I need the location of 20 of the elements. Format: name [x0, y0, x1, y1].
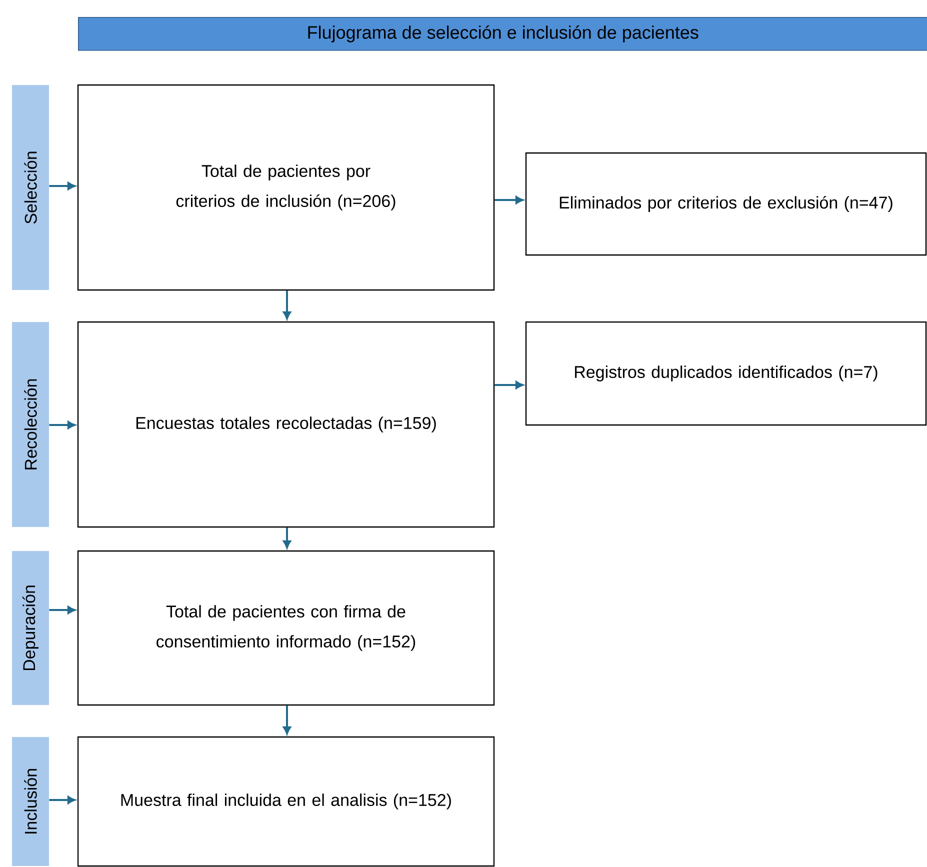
stage-band: Depuración	[12, 550, 49, 705]
process-box: Total de pacientes con firma de consentimiento informado (n=152)	[77, 550, 495, 706]
title-band: Flujograma de selección e inclusión de pacientes	[78, 17, 927, 51]
stage-band: Inclusión	[12, 736, 49, 866]
arrow	[283, 528, 291, 548]
process-box: Muestra final incluida en el analisis (n=152)	[77, 736, 495, 867]
process-box: Registros duplicados identificados (n=7)	[525, 321, 927, 426]
stage-band: Recolección	[12, 322, 49, 527]
process-box: Encuestas totales recolectadas (n=159)	[77, 321, 495, 528]
stage-band: Selección	[12, 85, 49, 290]
arrow	[49, 182, 76, 190]
arrow	[49, 421, 76, 429]
arrow	[49, 796, 76, 804]
process-box: Total de pacientes por criterios de inclusión (n=206)	[77, 84, 495, 291]
arrow	[283, 290, 291, 320]
process-box: Eliminados por criterios de exclusión (n=47)	[525, 152, 927, 256]
arrow	[49, 606, 76, 614]
arrow	[283, 706, 291, 734]
arrow	[494, 381, 524, 389]
arrow	[494, 196, 524, 204]
